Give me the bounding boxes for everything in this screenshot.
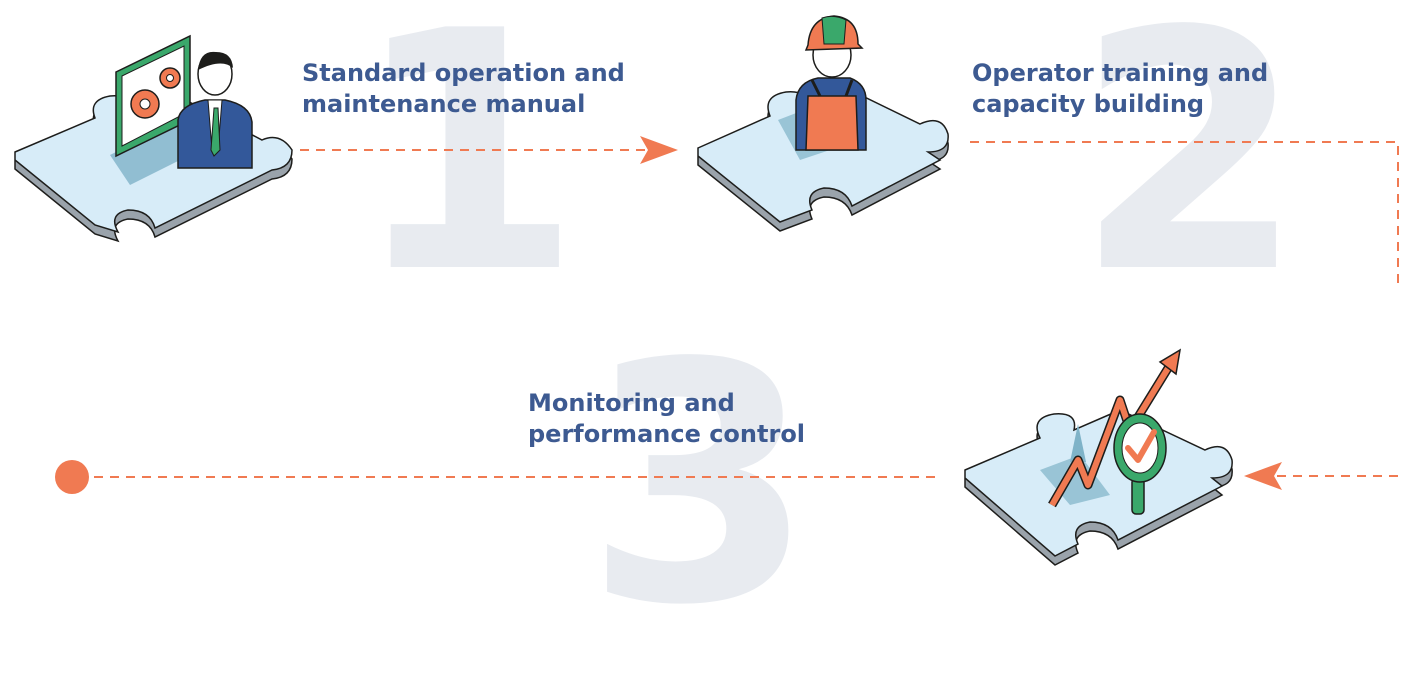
step-1-label-line2: maintenance manual [302, 90, 586, 118]
arrow-right-icon [640, 136, 678, 164]
worker-hardhat-icon [697, 15, 949, 232]
step-2-label-line2: capacity building [972, 90, 1205, 118]
process-diagram: 1 2 3 [14, 0, 1399, 650]
chart-magnifier-check-icon [964, 348, 1233, 566]
worker-figure-icon [795, 15, 867, 151]
step-2-label: Operator training and capacity building [972, 58, 1268, 120]
step-1-number: 1 [352, 0, 582, 345]
step-3-label-line2: performance control [528, 420, 806, 448]
step-2-number: 2 [1075, 0, 1305, 345]
manual-gears-person-icon [14, 34, 293, 243]
end-dot [55, 460, 89, 494]
step-1-label-line1: Standard operation and [302, 59, 625, 87]
step-3-number: 3 [585, 293, 815, 677]
magnifier-check-icon [1113, 413, 1167, 515]
step-2-label-line1: Operator training and [972, 59, 1269, 87]
step-1-label: Standard operation and maintenance manua… [302, 58, 625, 120]
puzzle-piece-3 [964, 409, 1233, 566]
connector-lines [55, 136, 1399, 494]
arrow-left-icon [1244, 462, 1282, 490]
businessman-icon [177, 51, 253, 169]
step-3-label-line1: Monitoring and [528, 389, 735, 417]
step-3-label: Monitoring and performance control [528, 388, 805, 450]
